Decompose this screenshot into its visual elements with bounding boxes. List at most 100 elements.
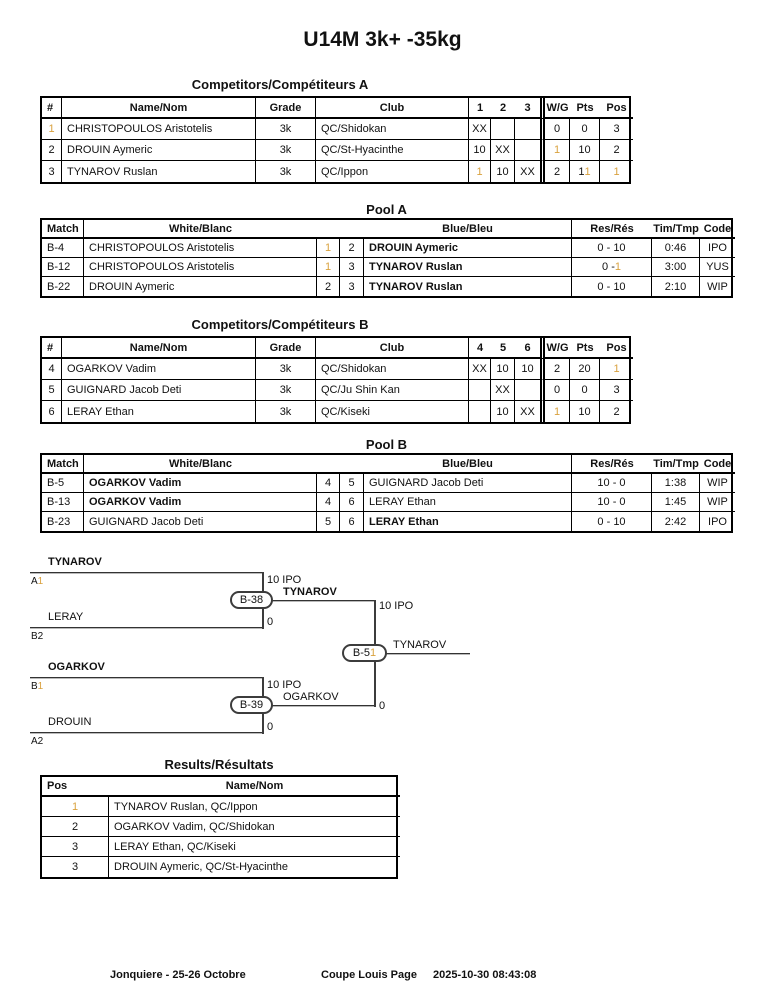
result-position: 2	[42, 817, 109, 837]
competitor-number: 3	[42, 161, 62, 182]
bracket-player-name: OGARKOV	[48, 661, 105, 673]
match-number: B-23	[42, 512, 84, 531]
white-player: OGARKOV Vadim	[84, 493, 317, 512]
col-header-code: Code	[700, 455, 735, 474]
grid-cell: XX	[491, 380, 515, 401]
bracket-line	[30, 732, 263, 734]
wins-cell: 0	[540, 380, 570, 401]
match-number: B-4	[42, 239, 84, 258]
position-cell: 2	[600, 140, 633, 161]
result-cell: 0 - 10	[572, 239, 652, 258]
code-cell: WIP	[700, 474, 735, 493]
white-player: CHRISTOPOULOS Aristotelis	[84, 239, 317, 258]
col-header-4: 4	[469, 338, 491, 359]
result-cell: 10 - 0	[572, 493, 652, 512]
bracket-score: 0	[267, 721, 274, 733]
points-cell: 10	[570, 401, 600, 422]
competitor-club: QC/Ju Shin Kan	[316, 380, 469, 401]
competitor-grade: 3k	[256, 359, 316, 380]
bracket-seed-code: A2	[31, 736, 44, 747]
grid-cell: XX	[520, 405, 535, 418]
match-number: B-5	[42, 474, 84, 493]
competitor-grade: 3k	[256, 401, 316, 422]
blue-number: 3	[340, 258, 364, 277]
code-cell: IPO	[700, 239, 735, 258]
position-cell: 1	[600, 359, 633, 380]
result-name: DROUIN Aymeric, QC/St-Hyacinthe	[114, 861, 289, 873]
competitor-grade: 3k	[256, 119, 316, 140]
blue-player: GUIGNARD Jacob Deti	[364, 474, 572, 493]
competitor-club: QC/Shidokan	[316, 119, 469, 140]
competitor-number: 5	[42, 380, 62, 401]
result-position: 1	[42, 797, 109, 817]
code-cell: WIP	[707, 280, 728, 293]
grid-cell	[469, 401, 491, 422]
wins-cell: 1	[540, 140, 570, 161]
page-title: U14M 3k+ -35kg	[303, 28, 462, 51]
blue-number: 6	[340, 512, 364, 531]
bracket-player-name: DROUIN	[48, 716, 92, 728]
blue-player: DROUIN Aymeric	[364, 239, 572, 258]
result-name: TYNAROV Ruslan, QC/Ippon	[109, 797, 400, 817]
white-player: GUIGNARD Jacob Deti	[84, 512, 317, 531]
bracket-winner-name: TYNAROV	[283, 586, 337, 598]
header-spacer	[340, 220, 364, 239]
grid-cell	[515, 119, 540, 140]
bracket-score: 10 IPO	[379, 600, 414, 612]
white-number: 1	[317, 258, 340, 277]
points-cell: 20	[570, 359, 600, 380]
grid-cell	[491, 119, 515, 140]
grid-cell: 10	[491, 359, 515, 380]
footer-timestamp: 2025-10-30 08:43:08	[433, 969, 537, 981]
col-header-number: #	[42, 338, 62, 359]
grid-cell: 10	[491, 401, 515, 422]
grid-cell: XX	[469, 359, 491, 380]
blue-player: LERAY Ethan	[364, 512, 572, 531]
competitor-grade: 3k	[256, 161, 316, 182]
wins-cell: 0	[540, 119, 570, 140]
bracket-score: 0	[267, 616, 274, 628]
bracket-seed-code: A1	[31, 576, 44, 587]
competitor-name: OGARKOV Vadim	[62, 359, 256, 380]
col-header-name: Name/Nom	[109, 777, 400, 797]
col-header-pos: Pos	[42, 777, 109, 797]
col-header-name: Name/Nom	[62, 338, 256, 359]
result-cell: 10 - 0	[572, 474, 652, 493]
col-header-wg: W/G	[540, 98, 570, 119]
competitors-b-table: # Name/Nom Grade Club 4 5 6 W/G Pts Pos …	[40, 336, 633, 424]
competitor-name: GUIGNARD Jacob Deti	[62, 380, 256, 401]
col-header-blue: Blue/Bleu	[364, 455, 572, 474]
competitor-number: 4	[42, 359, 62, 380]
bracket-score: 0	[379, 700, 386, 712]
bracket-match-bubble: B-39	[230, 696, 273, 714]
time-cell: 2:10	[652, 277, 700, 296]
grid-cell: XX	[469, 119, 491, 140]
col-header-grade: Grade	[256, 338, 316, 359]
grid-cell	[469, 380, 491, 401]
blue-number: 2	[340, 239, 364, 258]
time-cell: 3:00	[652, 258, 700, 277]
section-heading-pool-a: Pool A	[366, 202, 407, 217]
col-header-5: 5	[491, 338, 515, 359]
result-cell: 0 - 10	[572, 512, 652, 531]
col-header-pts: Pts	[570, 98, 600, 119]
col-header-club: Club	[316, 98, 469, 119]
competitor-grade: 3k	[256, 140, 316, 161]
competitors-a-table: # Name/Nom Grade Club 1 2 3 W/G Pts Pos …	[40, 96, 633, 184]
blue-number: 6	[340, 493, 364, 512]
bracket-seed-code: B1	[31, 681, 44, 692]
wins-cell: 1	[540, 401, 570, 422]
competitor-name: CHRISTOPOULOS Aristotelis	[62, 119, 256, 140]
blue-number: 5	[340, 474, 364, 493]
points-cell: 0	[570, 119, 600, 140]
footer-location-date: Jonquiere - 25-26 Octobre	[110, 969, 246, 981]
col-header-time: Tim/Tmp	[652, 455, 700, 474]
col-header-pos: Pos	[600, 98, 633, 119]
grid-cell: 1	[469, 161, 491, 182]
section-heading-competitors-a: Competitors/Compétiteurs A	[191, 77, 369, 92]
col-header-2: 2	[491, 98, 515, 119]
white-player: CHRISTOPOULOS Aristotelis	[84, 258, 317, 277]
competitor-name: DROUIN Aymeric	[62, 140, 256, 161]
